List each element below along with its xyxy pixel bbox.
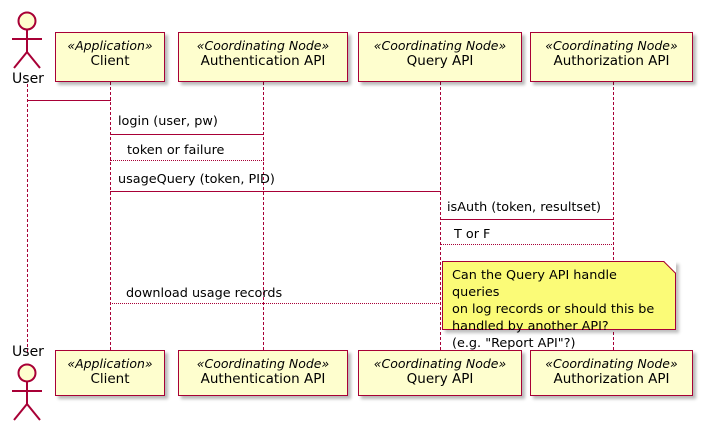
participant-name: Query API [406,370,474,387]
lifeline-user [27,84,28,352]
participant-stereotype: «Coordinating Node» [196,356,330,371]
participant-client-top[interactable]: «Application» Client [55,32,165,82]
participant-name: Authentication API [200,370,326,387]
participant-name: Authentication API [200,52,326,69]
participant-client-bottom[interactable]: «Application» Client [55,350,165,396]
participant-stereotype: «Coordinating Node» [196,38,330,53]
message-line-usage-query [110,191,441,192]
message-label-usage-query: usageQuery (token, PID) [118,172,275,187]
participant-stereotype: «Coordinating Node» [373,38,507,53]
participant-query-api-bottom[interactable]: «Coordinating Node» Query API [358,350,522,396]
message-line-user-to-client [27,100,111,101]
participant-name: Client [90,370,130,387]
message-line-is-auth [440,219,614,220]
participant-authorization-api-top[interactable]: «Coordinating Node» Authorization API [530,32,693,82]
lifeline-authorization-api [613,82,614,350]
participant-name: Client [90,52,130,69]
message-label-download-usage-records: download usage records [126,286,283,301]
participant-stereotype: «Coordinating Node» [545,38,678,53]
lifeline-client [110,82,111,350]
participant-query-api-top[interactable]: «Coordinating Node» Query API [358,32,522,82]
lifeline-query-api [440,82,441,350]
participant-stereotype: «Application» [67,356,153,371]
actor-label-bottom: User [12,344,44,360]
message-line-t-or-f [440,244,614,245]
note-fold-corner-icon [664,261,676,273]
actor-label-top: User [12,71,44,87]
message-line-login [110,134,264,135]
actor-stick-figure-icon [12,11,42,69]
message-label-login: login (user, pw) [118,114,218,129]
actor-stick-figure-icon [12,363,42,421]
participant-stereotype: «Coordinating Node» [545,356,678,371]
actor-user-top: User [0,10,56,86]
participant-name: Authorization API [553,52,670,69]
actor-user-bottom: User [0,345,56,424]
participant-authentication-api-top[interactable]: «Coordinating Node» Authentication API [178,32,348,82]
message-label-is-auth: isAuth (token, resultset) [447,200,601,215]
message-label-token-or-failure: token or failure [127,143,225,158]
participant-stereotype: «Coordinating Node» [373,356,507,371]
participant-stereotype: «Application» [67,38,153,53]
message-label-t-or-f: T or F [454,227,491,242]
message-line-download-usage-records [110,303,441,304]
participant-name: Authorization API [553,370,670,387]
note-query-api-question: Can the Query API handle queries on log … [442,261,676,351]
message-line-token-or-failure [110,160,264,161]
lifeline-authentication-api [263,82,264,350]
participant-name: Query API [406,52,474,69]
participant-authentication-api-bottom[interactable]: «Coordinating Node» Authentication API [178,350,348,396]
participant-authorization-api-bottom[interactable]: «Coordinating Node» Authorization API [530,350,693,396]
